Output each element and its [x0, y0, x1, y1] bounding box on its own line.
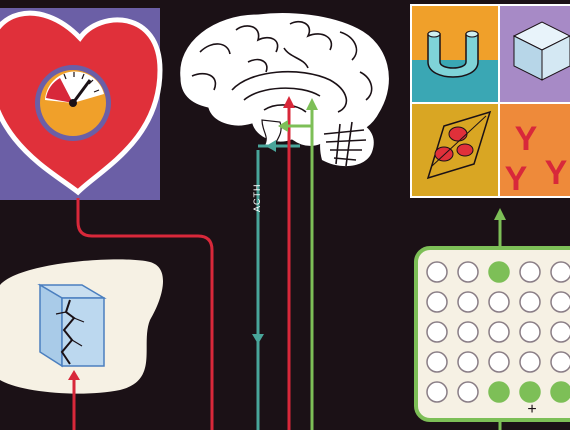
brain-red-arrowhead [283, 96, 295, 108]
circle-grid [426, 261, 570, 403]
acth-label: ACTH [252, 183, 262, 213]
grid-circle [488, 351, 510, 373]
grid-circle [488, 381, 510, 403]
grid-circle [457, 261, 479, 283]
teal-feedback-arrowhead [266, 140, 276, 152]
grid-circle [457, 321, 479, 343]
grid-circle [457, 291, 479, 313]
tiles-green-arrowhead [494, 208, 506, 220]
grid-circle [426, 261, 448, 283]
grid-circle [519, 381, 541, 403]
grid-circle [426, 321, 448, 343]
grid-circle [550, 381, 570, 403]
acth-teal-arrowhead [252, 334, 264, 344]
grid-circle [426, 351, 448, 373]
cube-red-arrowhead [68, 370, 80, 380]
grid-circle [550, 261, 570, 283]
grid-circle [426, 381, 448, 403]
grid-circle [519, 291, 541, 313]
svg-text:Y: Y [545, 154, 568, 192]
grid-circle [519, 351, 541, 373]
plus-sign: + [527, 401, 536, 418]
y-letters-icon: Y Y Y [505, 120, 568, 198]
grid-circle [550, 291, 570, 313]
cracked-cube-icon [37, 283, 107, 368]
grid-circle [488, 291, 510, 313]
grid-circle [457, 351, 479, 373]
brain-icon [179, 12, 390, 167]
svg-text:Y: Y [515, 120, 538, 158]
grid-circle [426, 291, 448, 313]
grid-circle [457, 381, 479, 403]
cells-icon [426, 110, 492, 180]
svg-text:Y: Y [505, 160, 528, 198]
cube-icon [512, 21, 570, 81]
grid-circle [550, 321, 570, 343]
magnet-icon [427, 30, 479, 78]
grid-circle [550, 351, 570, 373]
heart-red-line [76, 198, 214, 430]
grid-circle [519, 321, 541, 343]
grid-circle [519, 261, 541, 283]
gauge-icon [35, 65, 111, 141]
brain-green-arrowhead [306, 98, 318, 110]
green-branch-arrowhead [278, 120, 288, 132]
grid-circle [488, 321, 510, 343]
grid-circle [488, 261, 510, 283]
